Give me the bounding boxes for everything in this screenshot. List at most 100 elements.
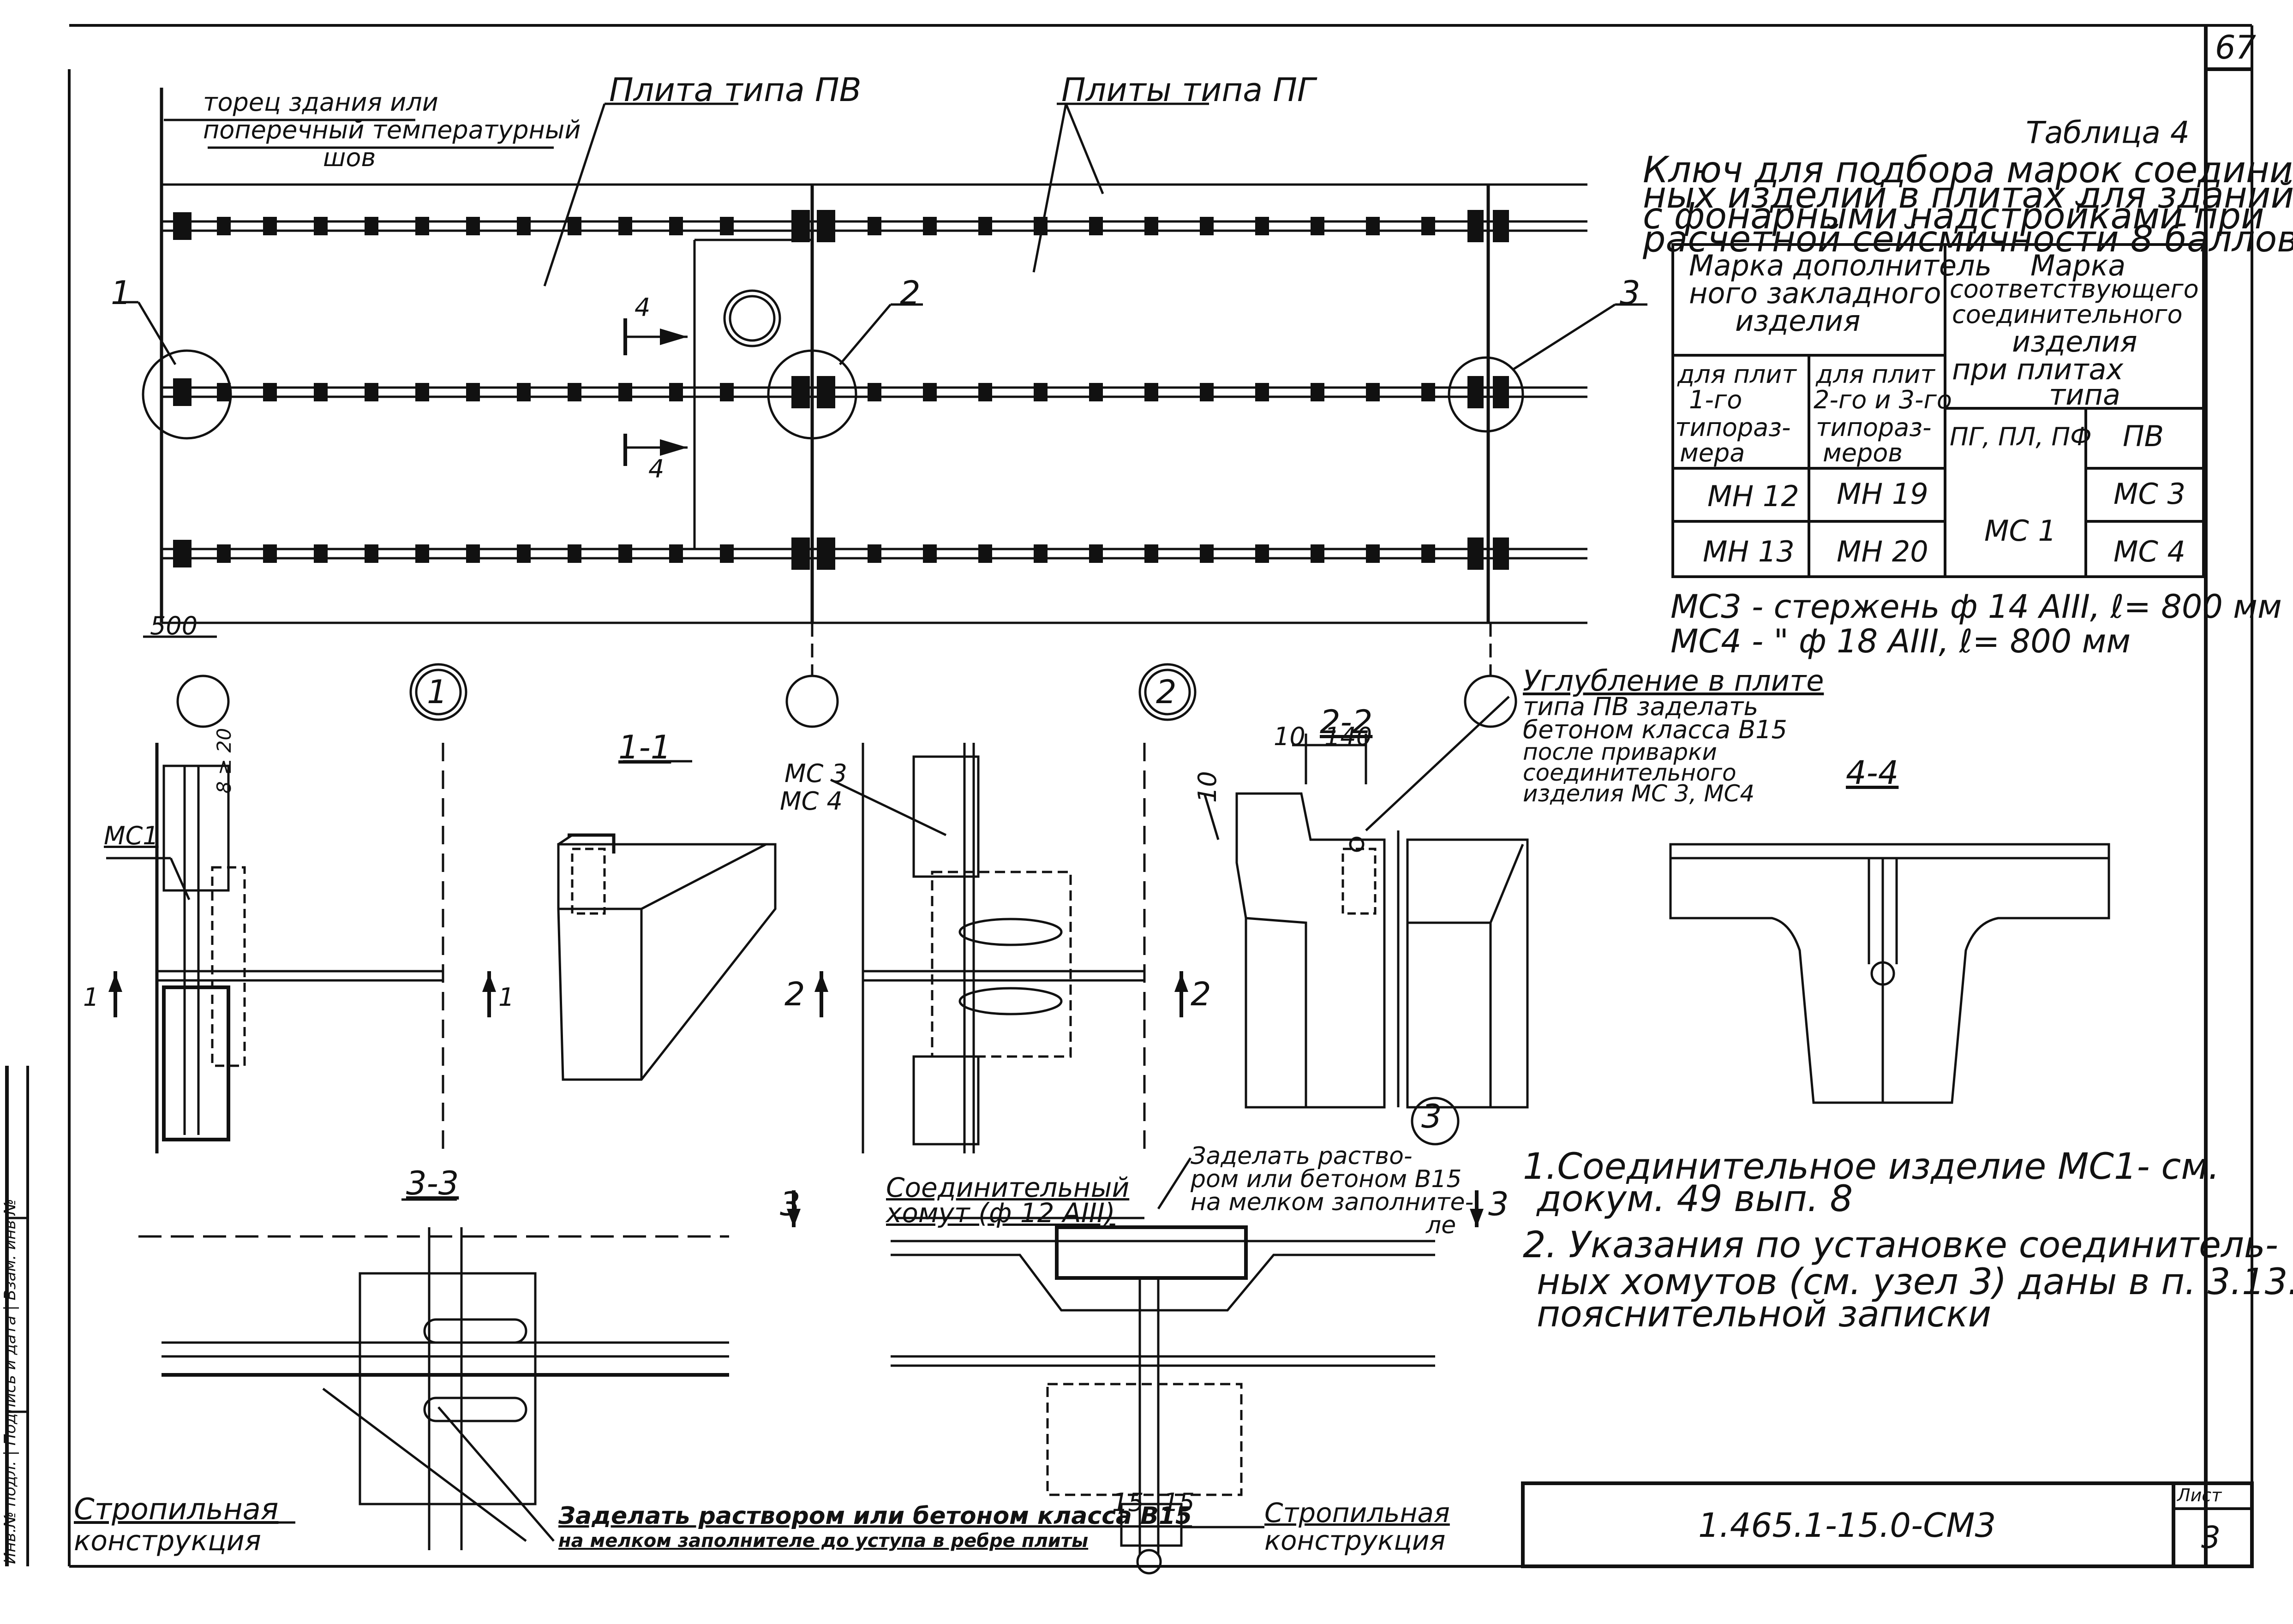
general-note-2b: ных хомутов (см. узел 3) даны в п. 3.13. xyxy=(1537,1261,2293,1303)
table-cell-mn13: МН 13 xyxy=(1703,535,1795,568)
dim-140: 140 xyxy=(1324,722,1372,751)
table-cell-mc1: МС 1 xyxy=(1984,514,2056,548)
dim-15-left: 15 xyxy=(1112,1488,1144,1517)
label-clamp-2: хомут (ф 12 АIII) xyxy=(886,1197,1115,1229)
table-col-first-1: для плит xyxy=(1677,360,1796,389)
label-plate-pv: Плита типа ПВ xyxy=(609,71,862,109)
legend-mc4: МС4 - " ф 18 АIII, ℓ= 800 мм xyxy=(1670,622,2131,660)
table-col-first-2: 1-го xyxy=(1689,385,1742,414)
general-note-1b: докум. 49 вып. 8 xyxy=(1537,1178,1853,1220)
cut-2-left: 2 xyxy=(784,975,805,1013)
section-title-2-2: 2-2 xyxy=(1320,703,1373,741)
table-cell-mn12: МН 12 xyxy=(1707,479,1799,513)
dim-10: 10 xyxy=(1274,722,1305,751)
table-cell-mc4: МС 4 xyxy=(2113,535,2185,568)
callout-node-3: 3 xyxy=(1620,274,1640,312)
table-4-caption-4: расчетной сейсмичности 8 баллов xyxy=(1643,219,2293,260)
table-header-connector-4: изделия xyxy=(2012,325,2137,358)
label-building-end-3: шов xyxy=(323,143,376,172)
callout-node-2: 2 xyxy=(900,274,921,312)
note-seal-4: ле xyxy=(1426,1212,1456,1239)
table-4-caption-3: с фонарными надстройками при xyxy=(1643,196,2264,237)
label-building-end-2: поперечный температурный xyxy=(203,115,581,144)
section-2-2 xyxy=(1203,696,1529,1109)
label-mc3: МС 3 xyxy=(784,759,847,788)
table-col-first-4: мера xyxy=(1680,438,1745,467)
note-recess-1: Углубление в плите xyxy=(1523,664,1824,698)
label-building-end: торец здания или xyxy=(203,88,438,117)
table-header-additional: Марка дополнитель xyxy=(1689,249,1992,282)
general-note-2c: пояснительной записки xyxy=(1537,1294,1992,1335)
general-note-2a: 2. Указания по установке соединитель- xyxy=(1523,1224,2279,1266)
section-4-mark-bottom: 4 xyxy=(648,454,665,484)
table-header-connector-3: соединительного xyxy=(1952,300,2183,329)
note-recess-6: изделия МС 3, МС4 xyxy=(1523,780,1755,807)
callout-node-1: 1 xyxy=(111,274,132,312)
label-clamp-1: Соединительный xyxy=(886,1172,1130,1203)
label-rafter-left-1: Стропильная xyxy=(74,1493,279,1527)
note-recess-4: после приварки xyxy=(1523,739,1717,765)
note-fill-bottom-1: Заделать раствором или бетоном класса В1… xyxy=(558,1502,1192,1530)
sheet-number: 3 xyxy=(2201,1520,2221,1555)
table-4-grid xyxy=(1671,243,2205,578)
section-4-4 xyxy=(1669,843,2110,1104)
note-seal-2: ром или бетоном В15 xyxy=(1191,1165,1462,1193)
table-col-first-3: типораз- xyxy=(1675,413,1791,442)
table-4-caption-1: Ключ для подбора марок соединитель- xyxy=(1643,149,2293,191)
table-header-additional-3: изделия xyxy=(1735,304,1861,338)
dim-500: 500 xyxy=(150,611,198,640)
axis-1: 1 xyxy=(427,673,448,711)
section-4-mark-top: 4 xyxy=(635,293,651,322)
cut-1-right: 1 xyxy=(498,983,515,1012)
table-header-additional-2: ного закладного xyxy=(1689,276,1941,310)
table-col-second-2: 2-го и 3-го xyxy=(1814,385,1952,414)
cut-3-left: 3 xyxy=(780,1185,801,1223)
dim-8-20: 8 ≥ 20 xyxy=(213,728,235,794)
table-4-caption-2: ных изделий в плитах для зданий xyxy=(1643,175,2293,216)
plan-connectors xyxy=(173,210,1509,570)
section-3-3 xyxy=(138,1198,729,1550)
table-header-connector-2: соответствующего xyxy=(1950,275,2199,304)
axis-2: 2 xyxy=(1156,673,1177,711)
detail-node-1 xyxy=(106,743,491,1153)
table-col-second-4: меров xyxy=(1823,438,1903,467)
note-seal-3: на мелком заполните- xyxy=(1191,1188,1474,1216)
section-1-1 xyxy=(557,760,777,1081)
table-col-second-3: типораз- xyxy=(1816,413,1932,442)
section-title-3-3: 3-3 xyxy=(406,1164,459,1202)
cut-1-left: 1 xyxy=(83,983,99,1012)
table-header-connector-6: типа xyxy=(2049,378,2120,412)
note-fill-bottom-2: на мелком заполнителе до уступа в ребре … xyxy=(558,1530,1089,1552)
label-rafter-left-2: конструкция xyxy=(74,1525,261,1557)
table-header-connector-5: при плитах xyxy=(1952,352,2124,386)
document-code: 1.465.1-15.0-СМ3 xyxy=(1698,1506,1996,1545)
section-title-1-1: 1-1 xyxy=(618,728,671,766)
table-4-title: Таблица 4 xyxy=(2026,115,2190,150)
table-col-pv: ПВ xyxy=(2123,419,2164,453)
callout-node-3-detail: 3 xyxy=(1421,1098,1442,1135)
label-mc1: МС1 xyxy=(104,821,159,850)
cut-3-right: 3 xyxy=(1488,1185,1509,1223)
dim-15-right: 15 xyxy=(1163,1488,1195,1517)
detail-node-2 xyxy=(820,743,1183,1153)
note-recess-5: соединительного xyxy=(1523,759,1736,786)
legend-mc3: МС3 - стержень ф 14 АIII, ℓ= 800 мм xyxy=(1670,588,2282,626)
side-stamp: Инв.№ подл. | Подпись и дата | Взам. инв… xyxy=(1,1199,19,1564)
table-header-connector: Марка xyxy=(2030,249,2126,282)
note-recess-2: типа ПВ заделать xyxy=(1523,692,1759,721)
note-recess-3: бетоном класса В15 xyxy=(1523,715,1787,744)
section-title-4-4: 4-4 xyxy=(1846,754,1899,792)
dim-10-vertical: 10 xyxy=(1193,771,1222,803)
table-cell-mn19: МН 19 xyxy=(1837,477,1928,511)
general-note-1a: 1.Соединительное изделие МС1- см. xyxy=(1523,1146,2220,1188)
sheet-label: Лист xyxy=(2177,1485,2222,1505)
label-rafter-right-2: конструкция xyxy=(1264,1525,1446,1556)
table-col-pg: ПГ, ПЛ, ПФ xyxy=(1950,422,2092,451)
note-seal-1: Заделать раство- xyxy=(1191,1142,1413,1170)
page-number: 67 xyxy=(2215,29,2257,66)
table-col-second-1: для плит xyxy=(1816,360,1935,389)
table-cell-mc3: МС 3 xyxy=(2113,477,2185,511)
label-plates-pg: Плиты типа ПГ xyxy=(1061,71,1315,109)
cut-2-right: 2 xyxy=(1191,975,1211,1013)
